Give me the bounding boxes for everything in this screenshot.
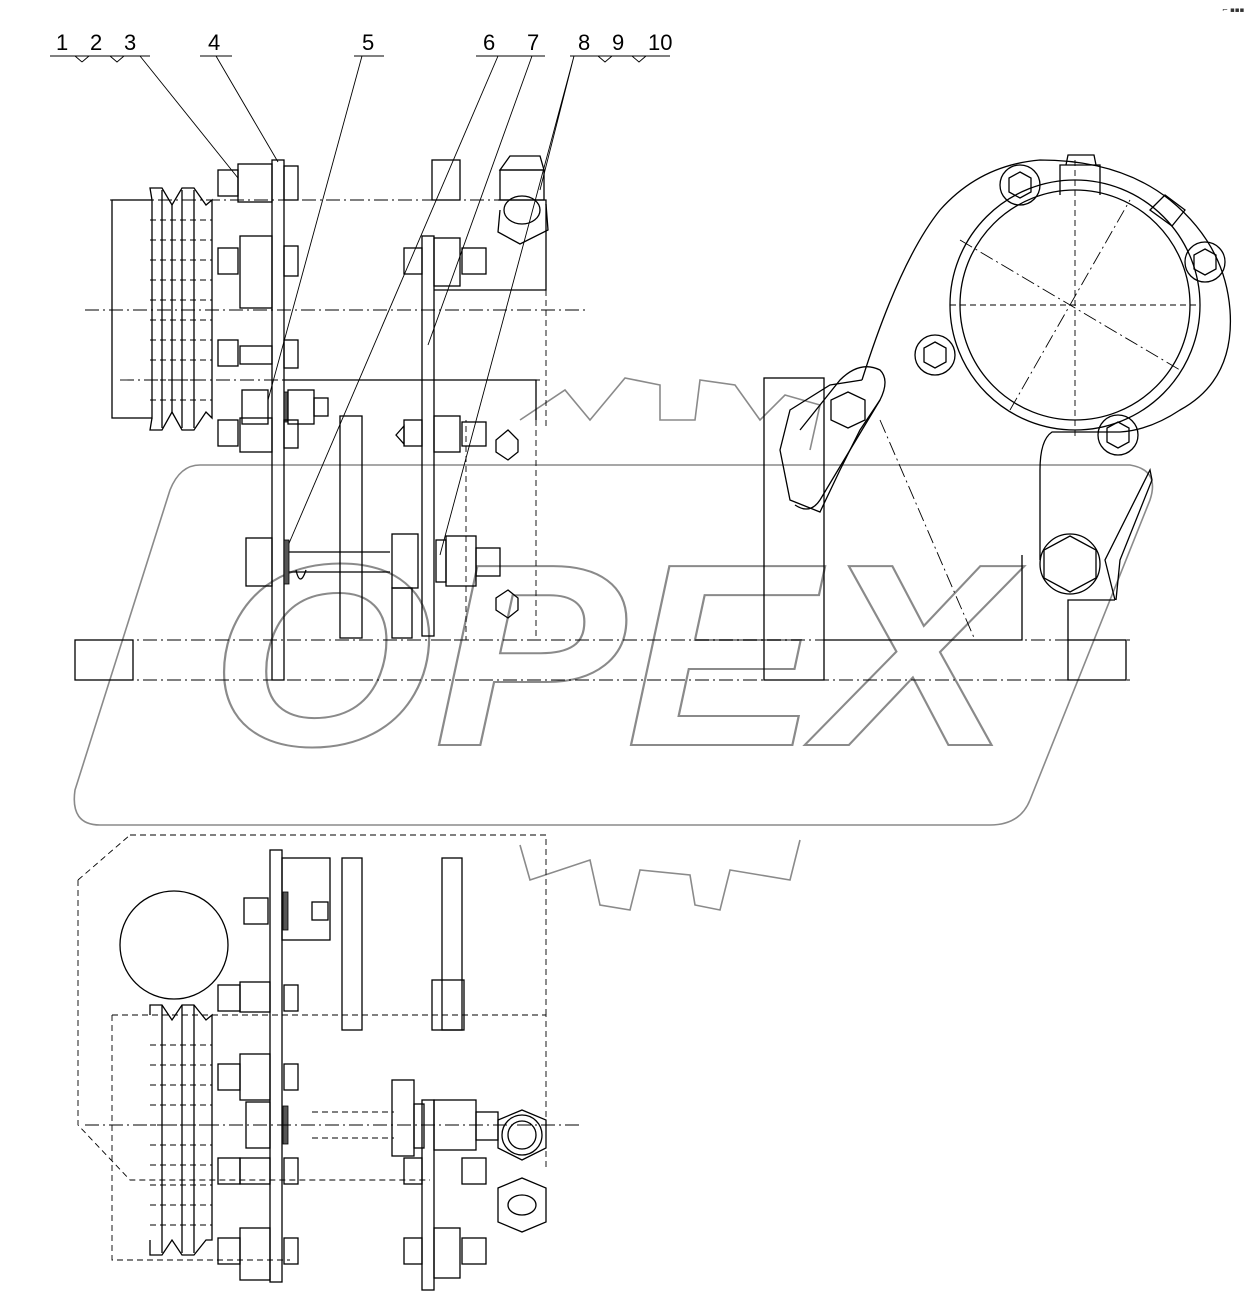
bottom-bolts [217, 891, 499, 1281]
top-front-view [74, 155, 1130, 681]
pulley-top [111, 187, 213, 431]
bottom-bore [119, 890, 229, 1000]
leader-5 [267, 55, 363, 401]
leader-6 [286, 55, 499, 549]
watermark-text: OPEX [210, 511, 1025, 801]
leader-8-10 [439, 55, 575, 556]
bottom-plan-view [77, 834, 580, 1291]
leader-4 [215, 55, 279, 163]
callout-4: 4 [208, 30, 220, 55]
bracket-bolts [830, 164, 1226, 595]
corner-mark: ⌐ ▪▪▪ [1222, 6, 1245, 14]
hex-fitting-bottom [497, 1109, 547, 1233]
callout-underline-group-left [50, 55, 150, 63]
fitting-bracket-2 [1149, 194, 1186, 227]
leader-1-3 [139, 55, 239, 179]
callout-1: 1 [56, 30, 68, 55]
callout-2: 2 [90, 30, 102, 55]
callout-10: 10 [648, 30, 672, 55]
callout-6: 6 [483, 30, 495, 55]
bolt-stack-right [395, 159, 487, 453]
watermark-logo: OPEX [73, 377, 1154, 911]
side-view-bracket [763, 154, 1232, 681]
callout-7: 7 [527, 30, 539, 55]
callout-5: 5 [362, 30, 374, 55]
fitting-bracket-1 [1059, 164, 1101, 195]
bolt-stack-top [217, 163, 329, 453]
callout-underline-8-10 [570, 55, 670, 63]
callout-8: 8 [578, 30, 590, 55]
nut-hex-top [495, 429, 519, 461]
callout-labels: 1 2 3 4 5 6 7 8 9 10 [50, 30, 672, 556]
callout-9: 9 [612, 30, 624, 55]
leader-7 [427, 55, 533, 346]
fitting-top [497, 155, 549, 245]
callout-3: 3 [124, 30, 136, 55]
